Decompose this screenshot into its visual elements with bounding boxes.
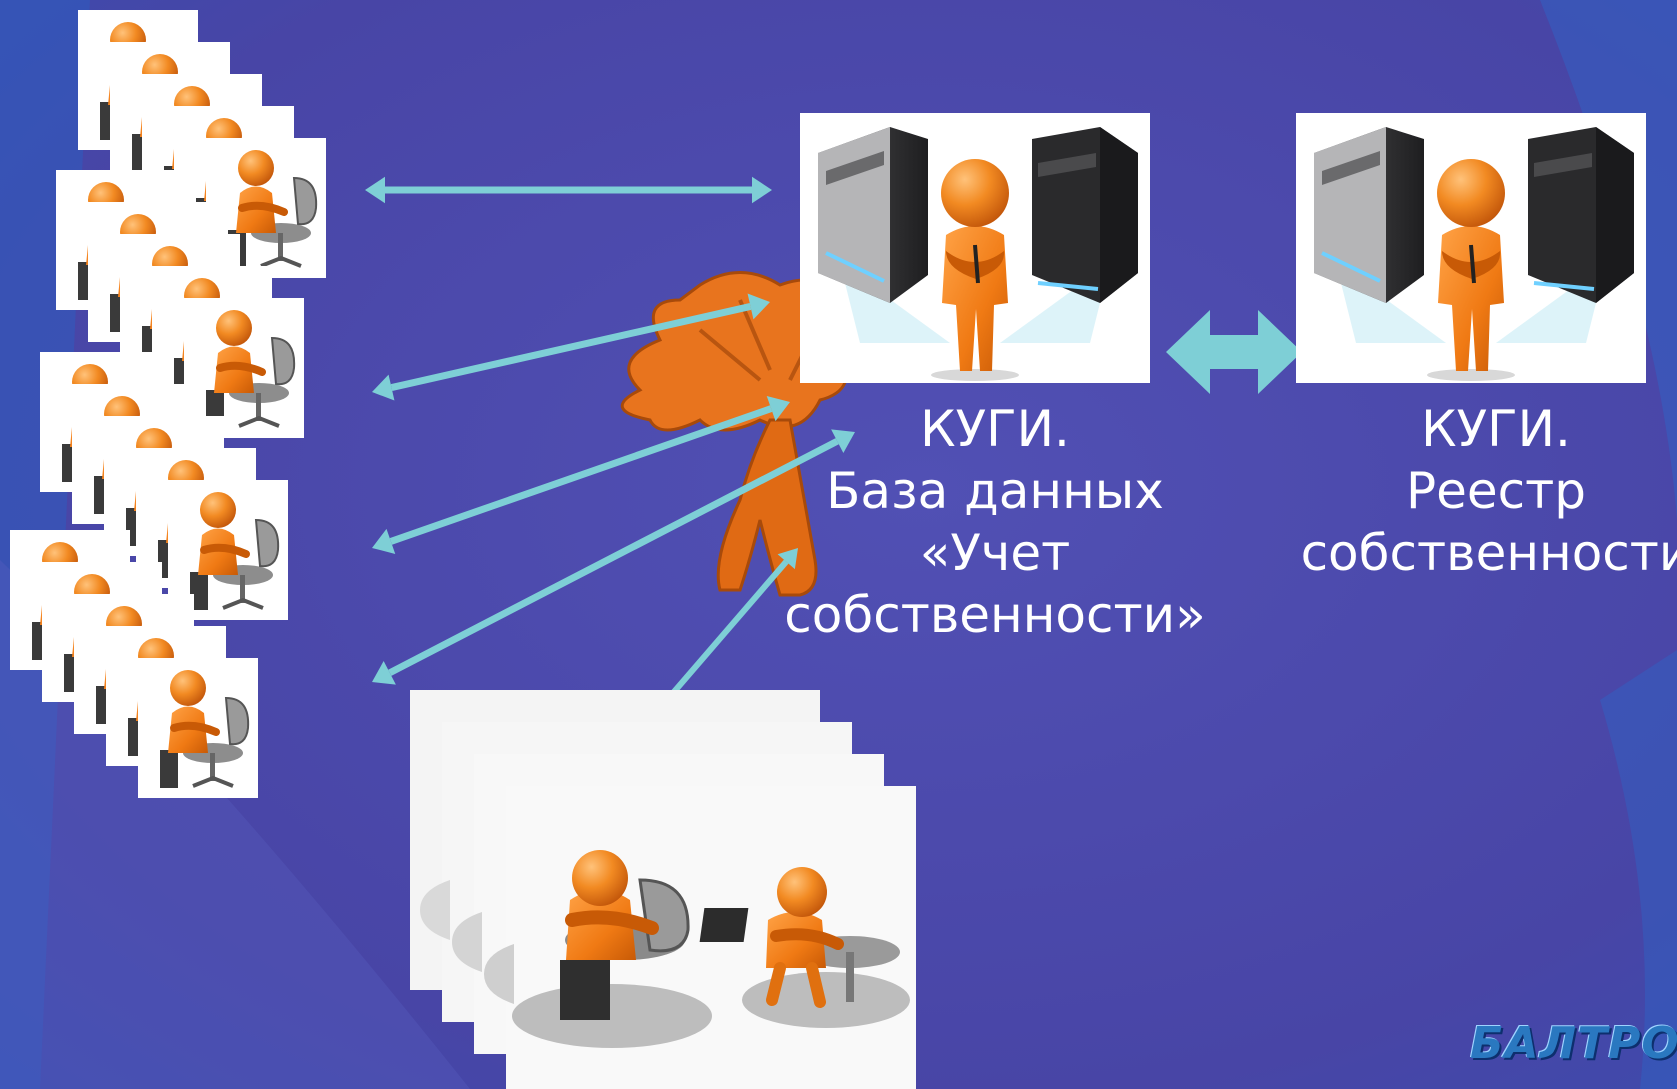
remote-user-group-1 [78,10,326,278]
server-admin-icon [818,127,1138,381]
arrow-user-group-2 [372,293,770,401]
local-users-panel [410,690,916,1089]
arrow-user-group-1 [365,176,772,204]
company-logo: БАЛТРОС [1460,1012,1677,1089]
connection-arrows [365,176,1302,722]
remote-user-group-3 [40,352,288,620]
logo-text: БАЛТРОС [1470,1018,1677,1069]
database-label-line-4: собственности» [784,586,1206,644]
remote-users-stack [10,10,326,798]
arrow-user-group-3 [372,396,790,554]
registry-label-line-2: Реестр [1405,462,1587,520]
registry-label-line-1: КУГИ. [1421,400,1571,458]
database-label-line-2: База данных [826,462,1164,520]
server-admin-icon [1314,127,1634,381]
database-server-image [800,113,1150,383]
office-shadow-1 [420,880,450,940]
database-label-line-1: КУГИ. [920,400,1070,458]
office-users-icon [512,850,910,1048]
database-label-line-3: «Учет [919,524,1071,582]
registry-label-line-3: собственности [1300,524,1677,582]
arrow-db-registry [1166,310,1302,394]
registry-server-image [1296,113,1646,383]
office-shadow-3 [484,944,514,1004]
workstation-user-icon [168,480,288,620]
remote-user-group-2 [56,170,304,438]
arrow-user-group-4 [372,429,855,685]
remote-user-group-4 [10,530,258,798]
office-shadow-2 [452,912,482,972]
workstation-user-icon [138,658,258,798]
background-swoosh-right-bottom [1600,650,1677,1089]
workstation-user-icon [184,298,304,438]
